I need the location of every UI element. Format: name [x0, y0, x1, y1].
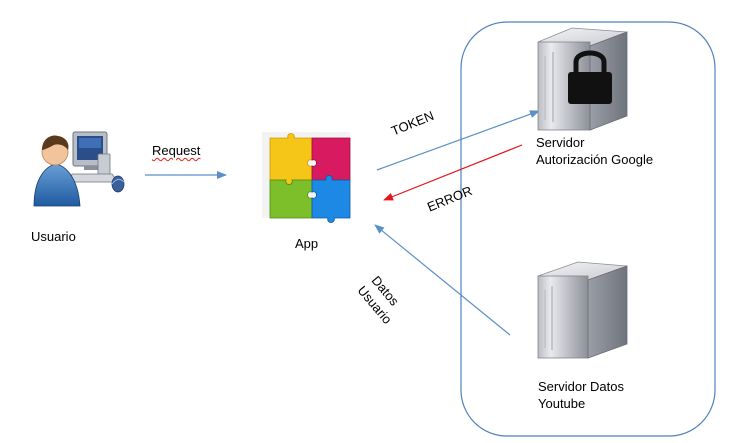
- locked-server-icon: [537, 27, 628, 131]
- auth-server-label-line1: Servidor: [536, 135, 585, 150]
- request-label: Request: [152, 143, 201, 158]
- user-computer-icon: [33, 131, 125, 207]
- app-label: App: [295, 236, 319, 251]
- server-icon: [537, 261, 628, 359]
- servers-container: [460, 21, 716, 437]
- usuario-label: Usuario: [31, 229, 76, 244]
- datos-usuario-arrow: [374, 224, 511, 336]
- token-arrow: [376, 110, 540, 171]
- data-server-label-line1: Servidor Datos: [538, 379, 624, 394]
- puzzle-icon: [262, 132, 351, 223]
- data-server-label-line2: Youtube: [538, 396, 586, 411]
- auth-server-label-line2: Autorización Google: [536, 152, 654, 167]
- error-arrow: [383, 144, 523, 201]
